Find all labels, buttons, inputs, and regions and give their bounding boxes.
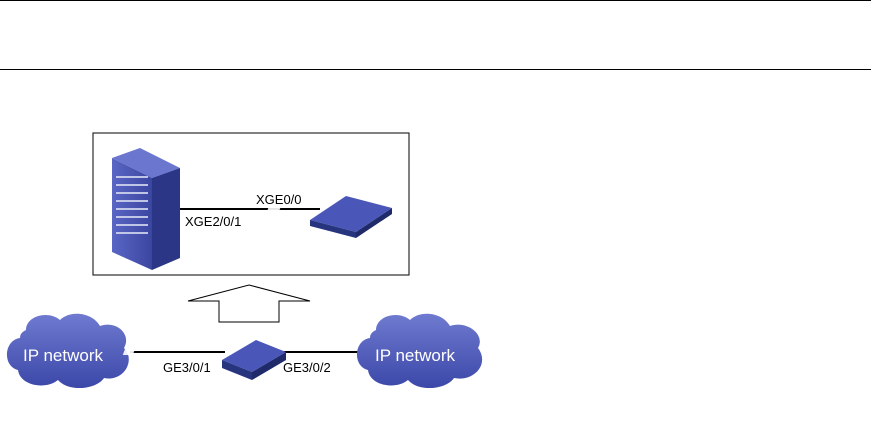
upward-arrow-icon bbox=[188, 285, 310, 322]
port-label-xge0-0: XGE0/0 bbox=[256, 192, 302, 207]
cloud-label-left: IP network bbox=[23, 346, 104, 365]
cloud-label-right: IP network bbox=[375, 346, 456, 365]
port-label-ge3-0-1: GE3/0/1 bbox=[163, 360, 211, 375]
port-label-ge3-0-2: GE3/0/2 bbox=[283, 360, 331, 375]
port-label-xge2-0-1: XGE2/0/1 bbox=[185, 214, 241, 229]
chassis-switch-icon bbox=[112, 148, 180, 270]
